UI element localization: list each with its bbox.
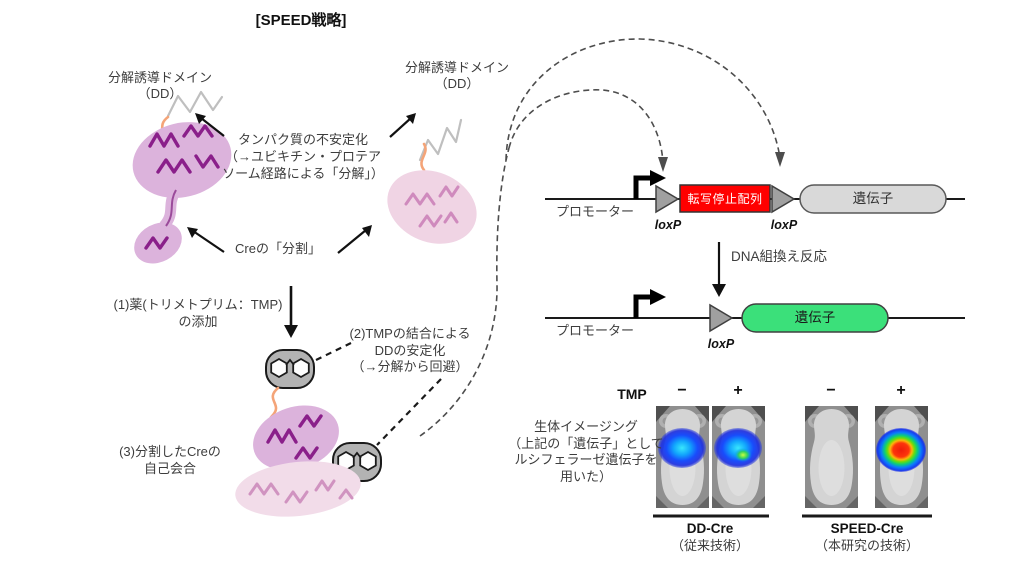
step2-label: (2)TMPの結合による DDの安定化 （→分解から回避） <box>349 326 471 374</box>
tmp-sign-2: + <box>733 382 743 399</box>
loxp-triangle-icon <box>709 303 734 333</box>
promoter-arrow-icon <box>633 175 652 199</box>
construct-before-recombination <box>545 170 965 214</box>
destabilization-arrows <box>195 113 416 138</box>
loxp-triangle-icon <box>771 184 796 214</box>
gene-label-gray: 遺伝子 <box>852 191 894 206</box>
recombination-label: DNA組換え反応 <box>731 249 828 264</box>
figure-title: [SPEED戦略] <box>255 12 347 29</box>
dd-label-right-line2: （DD） <box>434 76 480 91</box>
dd-label-left-line2: （DD） <box>137 86 183 101</box>
gene-label-green: 遺伝子 <box>794 310 836 325</box>
group-dd-cre-name: DD-Cre <box>686 521 734 536</box>
loxp-triangle-icon <box>655 184 680 214</box>
loxp-label-top-left: loxP <box>654 218 682 232</box>
tmp-header-label: TMP <box>617 386 647 402</box>
dd-squiggle-right-icon <box>418 118 463 162</box>
stop-cassette-box <box>679 184 771 213</box>
dashed-arrowhead <box>658 157 668 172</box>
step1-label: (1)薬(トリメトプリム：TMP) の添加 <box>113 297 283 329</box>
destabilization-note: タンパク質の不安定化 （→ユビキチン・プロテア ソーム経路による「分解」） <box>222 132 384 181</box>
recombination-arrow <box>712 242 726 297</box>
promoter-arrowhead <box>650 170 666 186</box>
mouse-image-dd-cre-minus <box>656 406 709 508</box>
stop-cassette-label: 転写停止配列 <box>687 192 763 206</box>
tmp-binding-dashed-lines <box>315 342 442 446</box>
luminescence-blob-blue <box>714 428 762 468</box>
tmp-sign-4: + <box>896 382 906 399</box>
promoter-arrowhead <box>650 289 666 305</box>
tmp-sign-1: − <box>677 382 687 399</box>
imaging-caption: 生体イメージング （上記の「遺伝子」として ルシフェラーゼ遺伝子を 用いた） <box>508 419 664 484</box>
mouse-image-speed-cre-minus <box>805 406 858 508</box>
split-cre-right-protein <box>387 118 477 244</box>
dd-label-right: 分解誘導ドメイン （DD） <box>382 60 532 92</box>
dashed-arrowhead <box>775 152 785 167</box>
luminescence-blob-hot <box>876 428 926 472</box>
cre-split-label: Creの「分割」 <box>235 241 321 256</box>
promoter-label-bottom: プロモーター <box>555 323 634 338</box>
reassembled-cre-complex <box>235 405 361 517</box>
recombinase-action-dashed-curves <box>419 38 781 437</box>
loxp-label-bottom: loxP <box>707 337 735 351</box>
luminescence-blob-green <box>734 448 752 462</box>
promoter-arrow-icon <box>633 294 652 318</box>
gene-box-green <box>741 303 889 333</box>
linker-orange-icon <box>420 142 427 172</box>
dd-label-left-line1: 分解誘導ドメイン <box>107 70 212 85</box>
group-dd-cre-sub: （従来技術） <box>670 538 749 553</box>
group-speed-cre-sub: （本研究の技術） <box>814 538 919 553</box>
drug-addition-arrow <box>284 286 298 338</box>
cre-split-arrows <box>187 225 372 254</box>
dd-label-right-line1: 分解誘導ドメイン <box>404 60 509 75</box>
mouse-image-dd-cre-plus <box>712 406 765 508</box>
loxp-label-top-right: loxP <box>770 218 798 232</box>
dd-squiggle-left-icon <box>166 90 224 118</box>
tmp-molecule-icon <box>265 349 315 389</box>
group-speed-cre-name: SPEED-Cre <box>830 521 904 536</box>
split-cre-left-protein <box>132 90 232 264</box>
promoter-label-top: プロモーター <box>555 204 634 219</box>
mouse-image-speed-cre-plus <box>875 406 928 508</box>
luminescence-blob-blue <box>658 428 706 468</box>
dd-label-left: 分解誘導ドメイン （DD） <box>80 70 240 102</box>
gene-box-gray <box>799 184 947 214</box>
construct-after-recombination <box>545 289 965 333</box>
step3-label: (3)分割したCreの 自己会合 <box>119 444 221 476</box>
tmp-sign-3: − <box>826 382 836 399</box>
